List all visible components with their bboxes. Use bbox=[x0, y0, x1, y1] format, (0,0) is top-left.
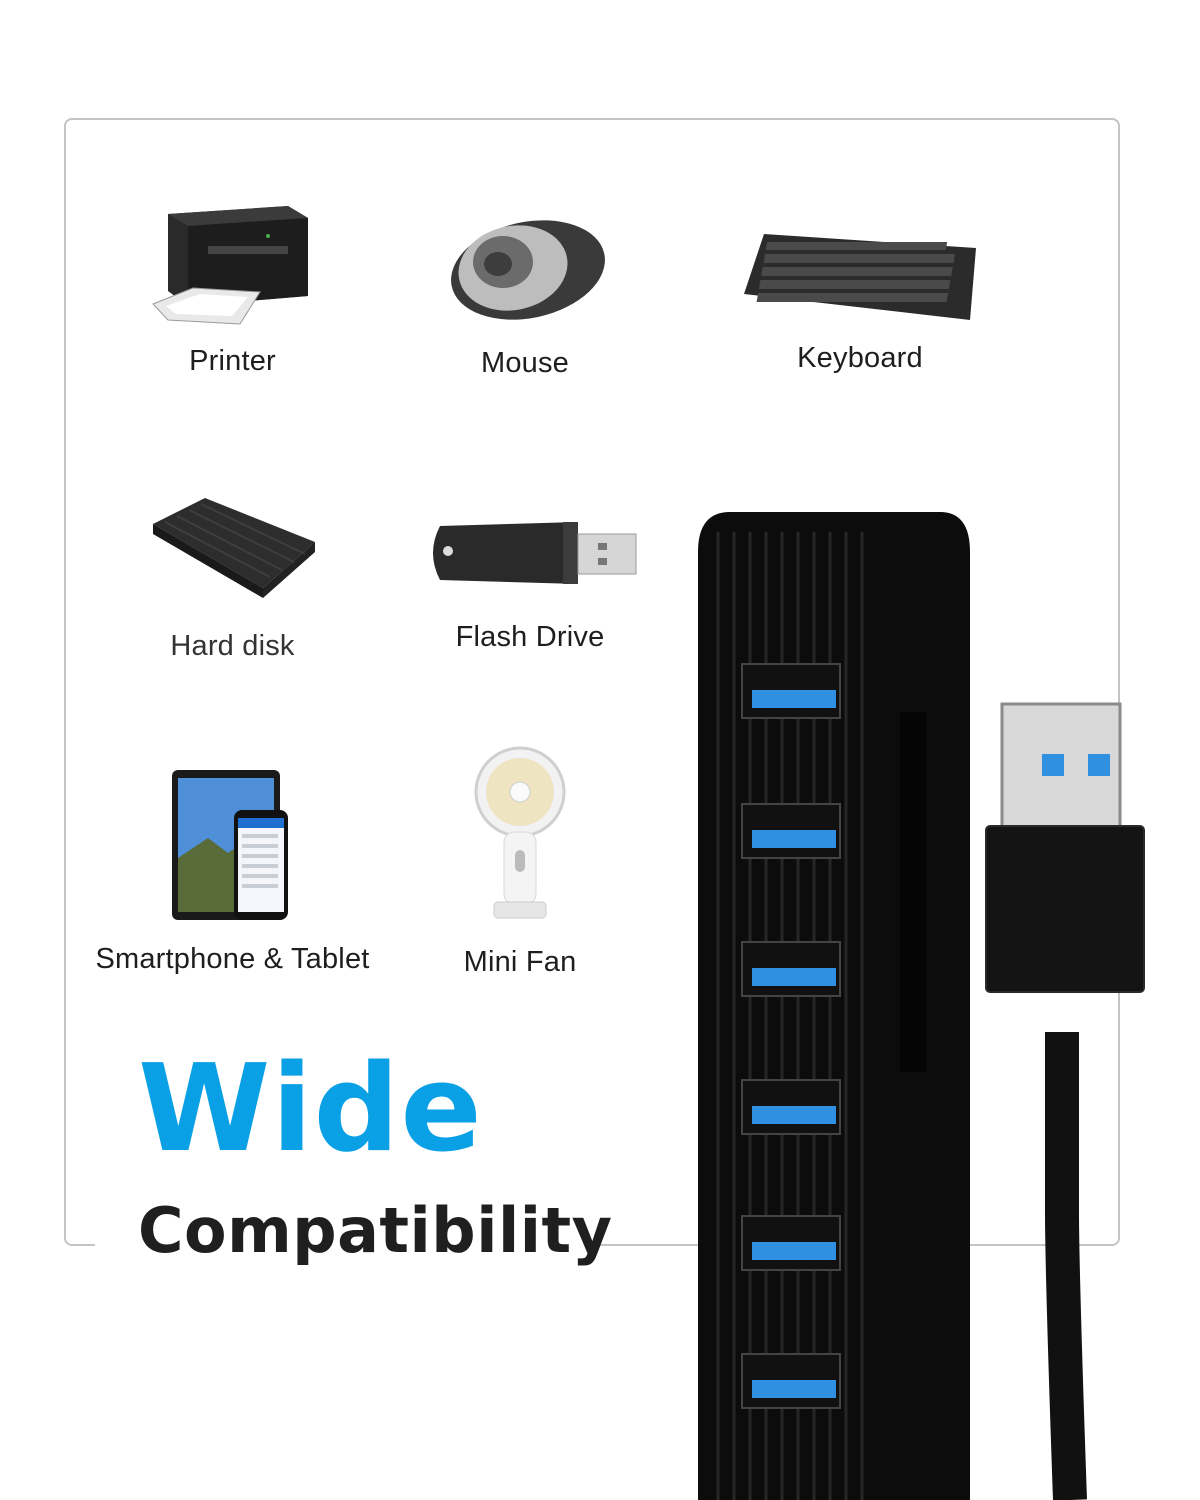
device-label: Printer bbox=[189, 345, 276, 377]
smartphone-tablet-icon bbox=[171, 770, 288, 920]
usb-hub-image bbox=[698, 512, 1145, 1500]
usb-cable bbox=[1045, 1032, 1087, 1500]
hub-body bbox=[698, 512, 970, 1500]
device-label: Mouse bbox=[480, 347, 570, 379]
hub-ridges bbox=[716, 532, 864, 1500]
device-label: Smartphone & Tablet bbox=[95, 943, 370, 975]
mouse-icon bbox=[450, 220, 605, 320]
usb-port-tongue bbox=[752, 830, 836, 848]
device-hard-disk: Hard disk bbox=[140, 492, 325, 663]
usb-port-tongue bbox=[752, 1242, 836, 1260]
printer-icon bbox=[151, 206, 308, 325]
frame-gap bbox=[95, 1238, 585, 1254]
usb-port-tongue bbox=[752, 968, 836, 986]
keyboard-icon bbox=[744, 234, 976, 320]
usb-port-tongue bbox=[752, 690, 836, 708]
device-keyboard: Keyboard bbox=[735, 226, 985, 375]
usb-port-tongue bbox=[752, 1380, 836, 1398]
usb-plug bbox=[985, 702, 1145, 993]
mini-fan-icon bbox=[474, 746, 566, 919]
device-mouse: Mouse bbox=[430, 212, 620, 380]
device-printer: Printer bbox=[140, 196, 325, 378]
content-frame bbox=[64, 118, 1120, 1246]
flash-drive-icon bbox=[432, 522, 636, 584]
hard-disk-icon bbox=[153, 498, 315, 598]
device-smartphone-tablet: Smartphone & Tablet bbox=[95, 768, 370, 976]
device-label: Mini Fan bbox=[463, 946, 577, 978]
device-label: Hard disk bbox=[170, 630, 295, 662]
device-label: Keyboard bbox=[797, 342, 923, 374]
usb-port-tongue bbox=[752, 1106, 836, 1124]
device-flash-drive: Flash Drive bbox=[415, 516, 645, 654]
device-label: Flash Drive bbox=[455, 621, 605, 653]
headline-compatibility: Compatibility bbox=[138, 1194, 613, 1267]
device-mini-fan: Mini Fan bbox=[445, 742, 595, 979]
headline-wide: Wide bbox=[138, 1040, 483, 1179]
